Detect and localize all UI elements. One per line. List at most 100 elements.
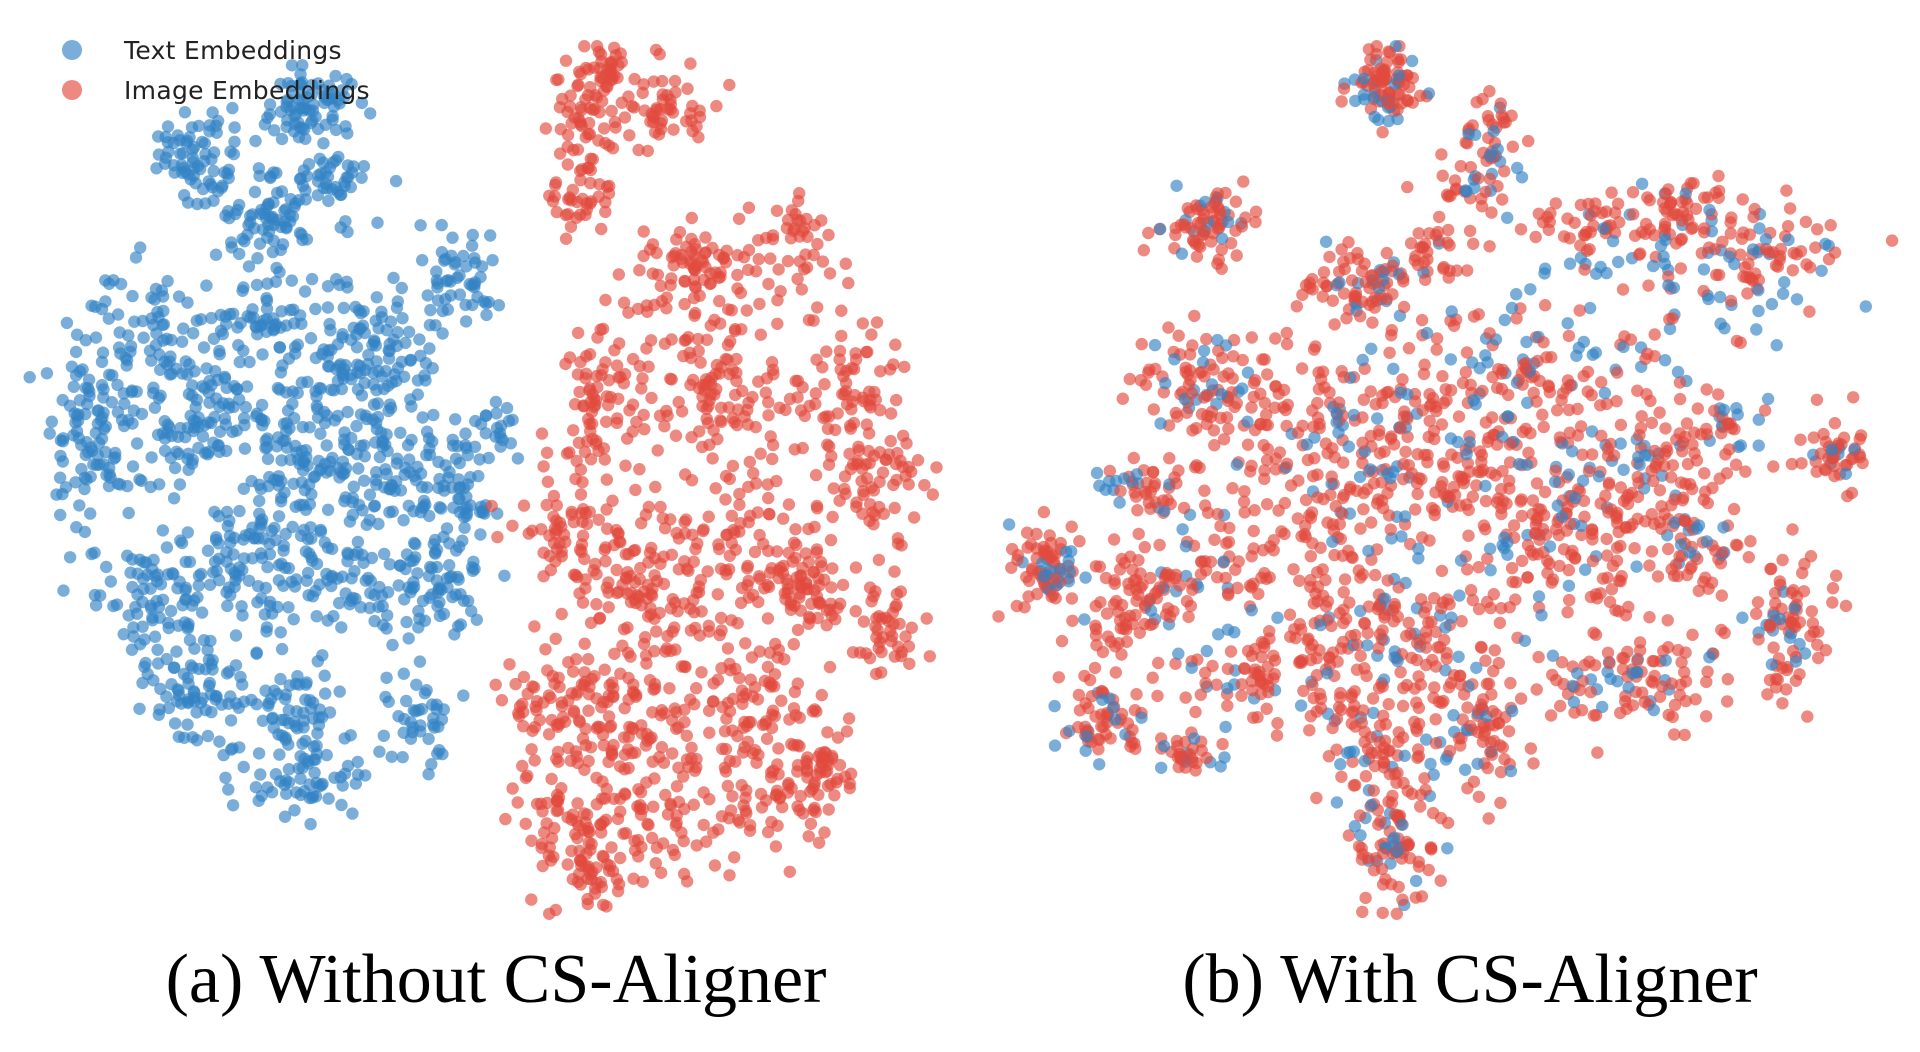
text-embedding-point [199, 446, 212, 460]
image-embedding-point [668, 702, 681, 715]
image-embedding-point [596, 71, 609, 85]
image-embedding-point [765, 562, 778, 575]
image-embedding-point [571, 195, 584, 209]
image-embedding-point [886, 629, 899, 643]
image-embedding-point [579, 506, 592, 520]
image-embedding-point [697, 523, 710, 536]
image-embedding-point [645, 391, 658, 405]
image-embedding-point [1537, 336, 1550, 349]
image-embedding-point [581, 897, 594, 911]
image-embedding-point [1114, 484, 1127, 498]
text-embedding-point [203, 396, 216, 409]
text-embedding-point [304, 521, 317, 534]
text-embedding-point [299, 503, 313, 516]
image-embedding-point [868, 509, 881, 522]
text-embedding-point [315, 347, 329, 361]
text-embedding-point [480, 308, 493, 322]
image-embedding-point [1538, 299, 1552, 312]
text-embedding-point [160, 690, 173, 703]
text-embedding-point [468, 562, 481, 576]
text-embedding-point [229, 207, 242, 221]
text-embedding-point [330, 273, 343, 286]
image-embedding-point [684, 624, 698, 637]
text-embedding-point [182, 677, 195, 690]
text-embedding-point [174, 534, 187, 547]
image-embedding-point [764, 252, 777, 265]
image-embedding-point [777, 512, 790, 525]
image-embedding-point [1366, 316, 1379, 329]
image-embedding-point [550, 499, 563, 512]
image-embedding-point [1281, 398, 1295, 411]
text-embedding-point [304, 332, 318, 345]
image-embedding-point [641, 144, 654, 158]
image-embedding-point [1066, 614, 1079, 627]
image-embedding-point [1319, 437, 1333, 450]
text-embedding-point [282, 704, 295, 717]
image-embedding-point [530, 797, 544, 811]
text-embedding-point [102, 312, 116, 325]
image-embedding-point [666, 747, 679, 760]
image-embedding-point [538, 826, 551, 839]
image-embedding-point [1521, 571, 1534, 584]
image-embedding-point [681, 82, 694, 95]
text-embedding-point [416, 254, 429, 267]
text-embedding-point [45, 415, 58, 428]
text-embedding-point [164, 451, 177, 464]
text-embedding-point [160, 541, 174, 554]
image-embedding-point [824, 777, 837, 791]
image-embedding-point [763, 507, 776, 521]
image-embedding-point [614, 536, 627, 549]
image-embedding-point [688, 280, 702, 293]
image-embedding-point [1515, 554, 1529, 568]
text-embedding-point [1662, 279, 1675, 292]
image-embedding-point [555, 700, 569, 713]
image-embedding-point [721, 779, 734, 793]
text-embedding-point [198, 155, 211, 168]
image-embedding-point [1312, 366, 1325, 379]
text-embedding-point [1671, 365, 1685, 379]
image-embedding-point [732, 813, 745, 827]
text-embedding-point [43, 427, 56, 440]
image-embedding-point [1326, 518, 1340, 531]
image-embedding-point [822, 228, 835, 242]
text-embedding-point [281, 404, 295, 417]
image-embedding-point [608, 647, 621, 660]
text-embedding-point [1462, 127, 1475, 141]
text-embedding-point [275, 305, 288, 318]
image-embedding-point [791, 623, 805, 637]
image-embedding-point [651, 444, 664, 457]
image-embedding-point [725, 614, 738, 627]
image-embedding-point [781, 254, 795, 268]
image-embedding-point [1235, 689, 1248, 702]
image-embedding-point [1443, 744, 1457, 758]
image-embedding-point [719, 742, 733, 756]
image-embedding-point [837, 370, 850, 383]
image-embedding-point [1362, 43, 1376, 56]
text-embedding-point [1176, 523, 1189, 536]
text-embedding-point [489, 395, 503, 409]
image-embedding-point [835, 304, 848, 317]
text-embedding-point [216, 327, 229, 341]
image-embedding-point [762, 491, 775, 505]
text-embedding-point [1294, 699, 1308, 712]
image-embedding-point [637, 225, 650, 238]
text-embedding-point [195, 567, 208, 581]
text-embedding-point [274, 77, 287, 91]
text-embedding-point [240, 380, 254, 393]
image-embedding-point [1238, 506, 1251, 519]
text-embedding-point [1093, 758, 1106, 771]
image-embedding-point [595, 222, 608, 236]
image-embedding-point [1404, 237, 1418, 250]
text-embedding-point [335, 798, 348, 812]
text-embedding-point [318, 90, 331, 103]
text-embedding-point [1622, 681, 1635, 694]
image-embedding-point [691, 332, 705, 346]
text-embedding-point [177, 322, 190, 335]
image-embedding-point [621, 646, 635, 659]
text-embedding-point [409, 551, 422, 564]
image-embedding-point [697, 786, 710, 799]
image-embedding-point [553, 717, 566, 731]
text-embedding-point [161, 120, 175, 133]
text-embedding-point [236, 609, 249, 622]
image-embedding-point [1673, 688, 1687, 702]
